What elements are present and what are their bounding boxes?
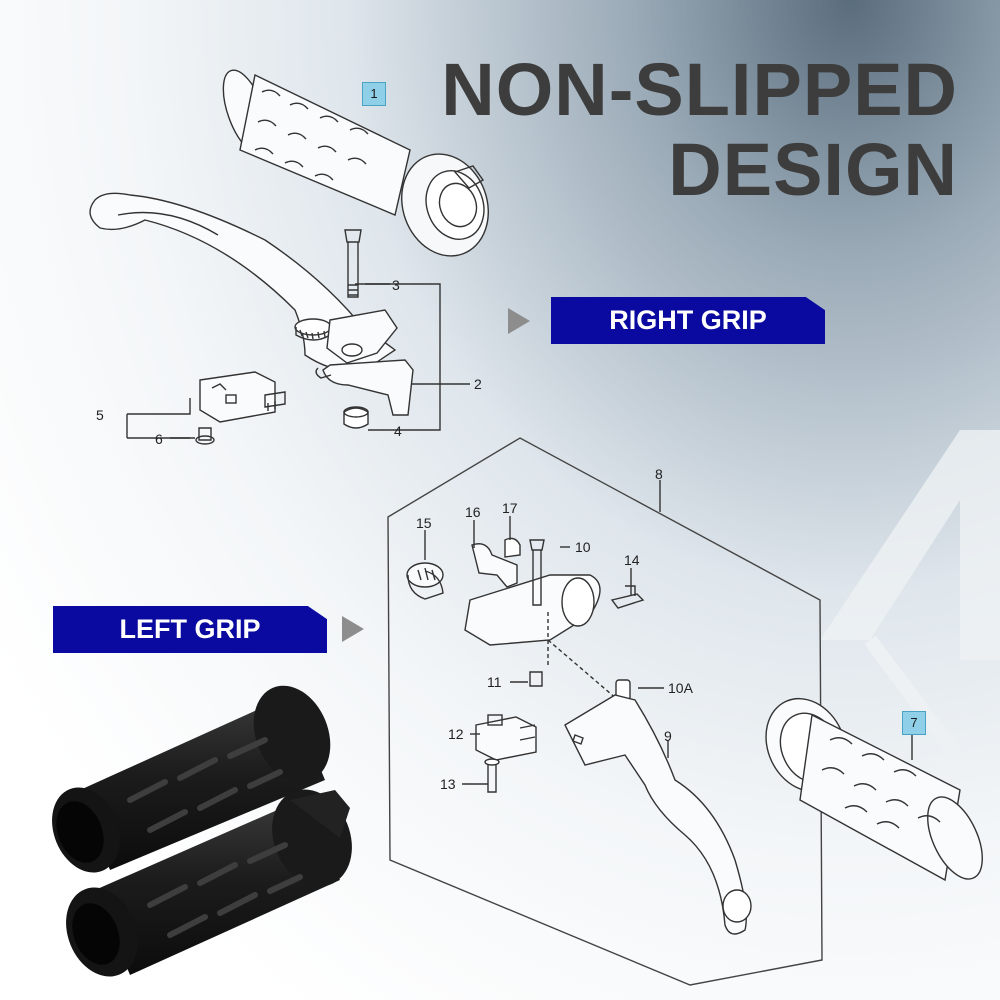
callout-15: 15	[416, 515, 432, 531]
callout-17: 17	[502, 500, 518, 516]
headline: NON-SLIPPED DESIGN	[441, 50, 958, 210]
right-lever-drawing	[89, 192, 414, 429]
right-grip-drawing	[222, 69, 489, 257]
callout-5: 5	[96, 407, 104, 423]
callout-12: 12	[448, 726, 464, 742]
callout-6: 6	[155, 431, 163, 447]
right-grip-arrow-icon	[508, 308, 530, 334]
left-grip-drawing	[765, 697, 983, 882]
left-lever-drawing	[564, 694, 752, 935]
callout-14: 14	[624, 552, 640, 568]
left-assembly-box	[387, 437, 823, 986]
callout-2: 2	[474, 376, 482, 392]
callout-4: 4	[394, 423, 402, 439]
callout-7: 7	[902, 711, 926, 735]
callout-3: 3	[392, 277, 400, 293]
callout-9: 9	[664, 728, 672, 744]
headline-line-2: DESIGN	[668, 128, 958, 211]
callout-13: 13	[440, 776, 456, 792]
clutch-switch-drawing	[475, 714, 537, 793]
callout-labels: 3 2 4 5 6 8 15 16 17 10 14 11 10A 12 9 1…	[96, 277, 694, 792]
callout-10a: 10A	[668, 680, 694, 696]
headline-line-1: NON-SLIPPED	[441, 48, 958, 131]
left-lever-holder-drawing	[406, 537, 645, 703]
callout-1: 1	[362, 82, 386, 106]
left-grip-banner: LEFT GRIP	[53, 606, 327, 653]
brake-switch-drawing	[195, 371, 286, 445]
callout-11: 11	[487, 674, 502, 690]
left-grip-arrow-icon	[342, 616, 364, 642]
callout-10: 10	[575, 539, 591, 555]
callout-16: 16	[465, 504, 481, 520]
callout-8: 8	[655, 466, 663, 482]
right-grip-banner: RIGHT GRIP	[551, 297, 825, 344]
